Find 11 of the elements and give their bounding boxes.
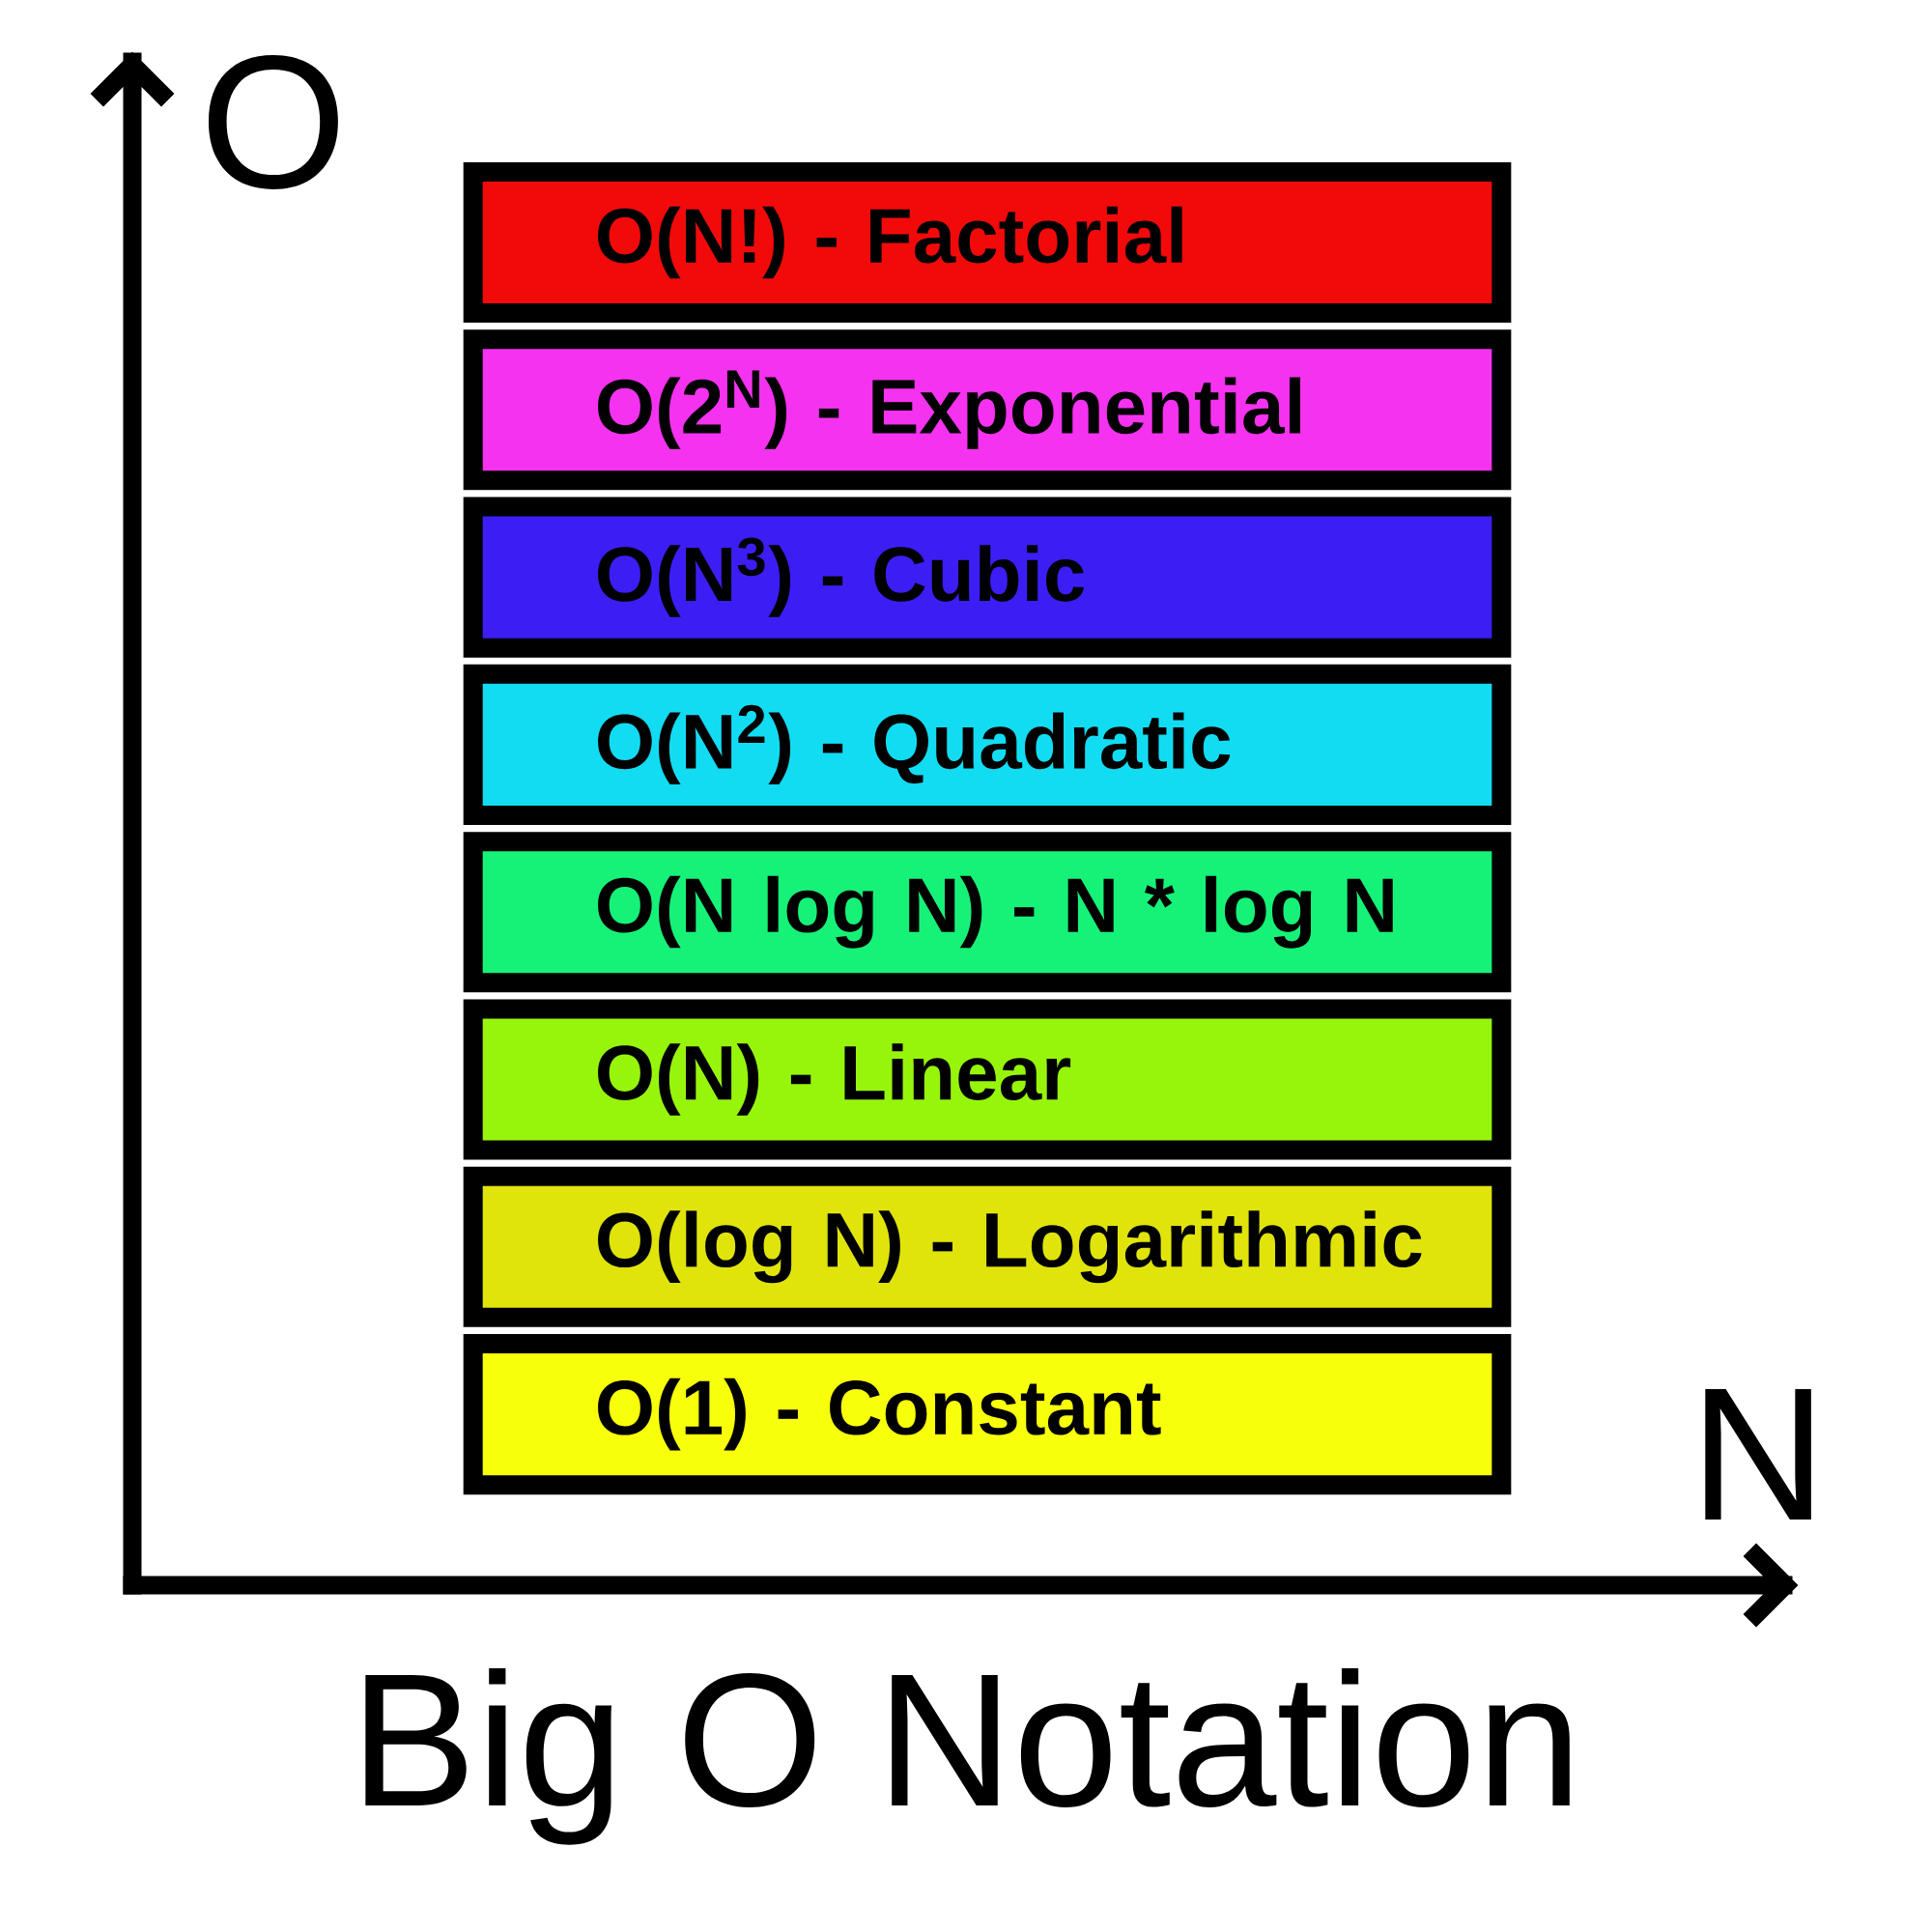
labeled-bar: O(N) - Linear <box>463 999 1512 1160</box>
title: Big O Notation <box>365 1667 1570 1845</box>
labeled-bar: O(N$^{3}$) - Cubic <box>463 497 1512 658</box>
labeled-bar: O(N!) - Factorial <box>463 161 1512 324</box>
labeled-bar: O(N$^{2}$) - Quadratic <box>463 664 1512 825</box>
labeled-bar: O(2$^{N}$) - Exponential <box>463 329 1512 491</box>
axis-label: O <box>209 55 338 189</box>
labeled-bar: O(N log N) - N * log N <box>463 832 1512 993</box>
labeled-bar: O(1) - Constant <box>463 1334 1512 1495</box>
labeled-bar: O(log N) - Logarithmic <box>463 1166 1512 1327</box>
axis-label: N <box>1705 1389 1811 1520</box>
